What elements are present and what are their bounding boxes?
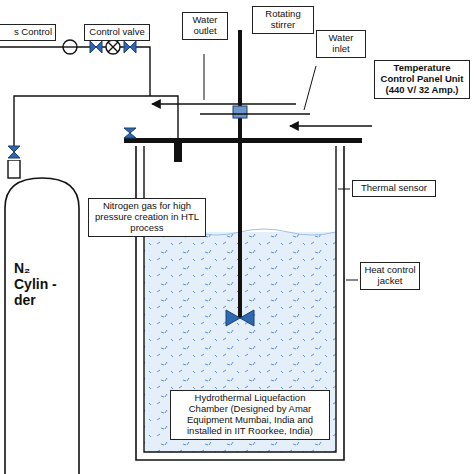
- node-text: s Control: [0, 27, 52, 38]
- node-text: Thermal sensor: [356, 183, 432, 194]
- node-text: N₂ Cylin -der: [14, 260, 62, 308]
- control-box: s Control: [0, 24, 56, 41]
- control-valve-symbol: [106, 40, 120, 54]
- node-text: Heat control jacket: [364, 265, 416, 287]
- node-text: Rotating stirrer: [256, 9, 310, 31]
- gas-meter-symbol: [63, 46, 77, 47]
- leader-line: [346, 280, 358, 281]
- label-box: Thermal sensor: [352, 180, 436, 197]
- leader-line: [338, 189, 350, 190]
- gas-inlet-pipe: [174, 138, 182, 162]
- leader-line: [204, 54, 205, 100]
- gas-meter-symbol: [63, 40, 77, 54]
- leader-line: [304, 66, 316, 110]
- stirrer-coupling: [233, 106, 247, 118]
- vessel-lid: [124, 138, 362, 143]
- label-box: Heat control jacket: [360, 262, 420, 290]
- cylinder-valve: [8, 146, 20, 158]
- note-box: Nitrogen gas for high pressure creation …: [88, 198, 206, 237]
- node-text: Control valve: [88, 27, 146, 38]
- node-text: Water inlet: [320, 33, 362, 55]
- caption-box: Hydrothermal Liquefaction Chamber (Desig…: [170, 390, 330, 440]
- water-outlet-pipe: [152, 103, 296, 104]
- gas-cylinder: N₂ Cylin -der: [4, 160, 80, 474]
- control-valve-symbol: [108, 42, 118, 52]
- lid-valve: [124, 128, 136, 138]
- label-box: Water outlet: [182, 12, 228, 40]
- valve-symbol: [90, 41, 102, 53]
- node-text: Temperature Control Panel Unit (440 V/ 3…: [378, 63, 466, 96]
- panel-cable: [290, 125, 372, 126]
- impeller: [226, 310, 254, 326]
- control-box: Control valve: [84, 24, 150, 41]
- cylinder-outline: [4, 160, 80, 474]
- node-text: Nitrogen gas for high pressure creation …: [92, 201, 202, 234]
- valve-symbol: [124, 41, 136, 53]
- node-text: Hydrothermal Liquefaction Chamber (Desig…: [174, 393, 326, 437]
- gas-line: [0, 47, 178, 150]
- water-inlet-pipe: [200, 113, 310, 114]
- label-box: Water inlet: [316, 30, 366, 58]
- node-text: Water outlet: [186, 15, 224, 37]
- panel-box: Temperature Control Panel Unit (440 V/ 3…: [374, 60, 470, 99]
- label-box: Rotating stirrer: [252, 6, 314, 34]
- stirrer-shaft: [238, 30, 242, 318]
